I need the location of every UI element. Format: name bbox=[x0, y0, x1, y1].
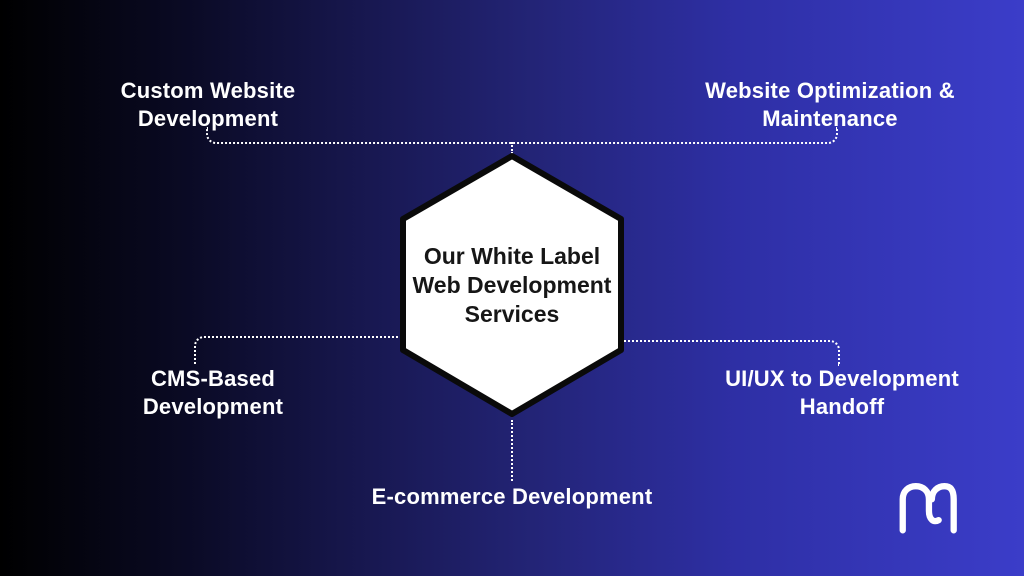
connector-bottom-left bbox=[194, 336, 404, 364]
service-label-website-optimization-maintenance: Website Optimization & Maintenance bbox=[705, 78, 955, 131]
connector-top-center-drop bbox=[511, 142, 515, 154]
brand-m-logo-icon bbox=[894, 479, 960, 537]
central-hexagon: Our White Label Web Development Services bbox=[399, 152, 625, 418]
service-label-cms-based-development: CMS-Based Development bbox=[142, 366, 284, 419]
hexagon-title: Our White Label Web Development Services bbox=[412, 242, 612, 327]
hexagon-shape-icon bbox=[400, 153, 624, 417]
service-label-uiux-to-development-handoff: UI/UX to Development Handoff bbox=[725, 366, 959, 419]
service-label-custom-website-development: Custom Website Development bbox=[120, 78, 296, 131]
connector-bottom-right bbox=[624, 340, 840, 366]
connector-bottom-center bbox=[511, 420, 515, 481]
service-label-ecommerce-development: E-commerce Development bbox=[371, 484, 653, 509]
connector-top-bracket bbox=[206, 127, 838, 144]
